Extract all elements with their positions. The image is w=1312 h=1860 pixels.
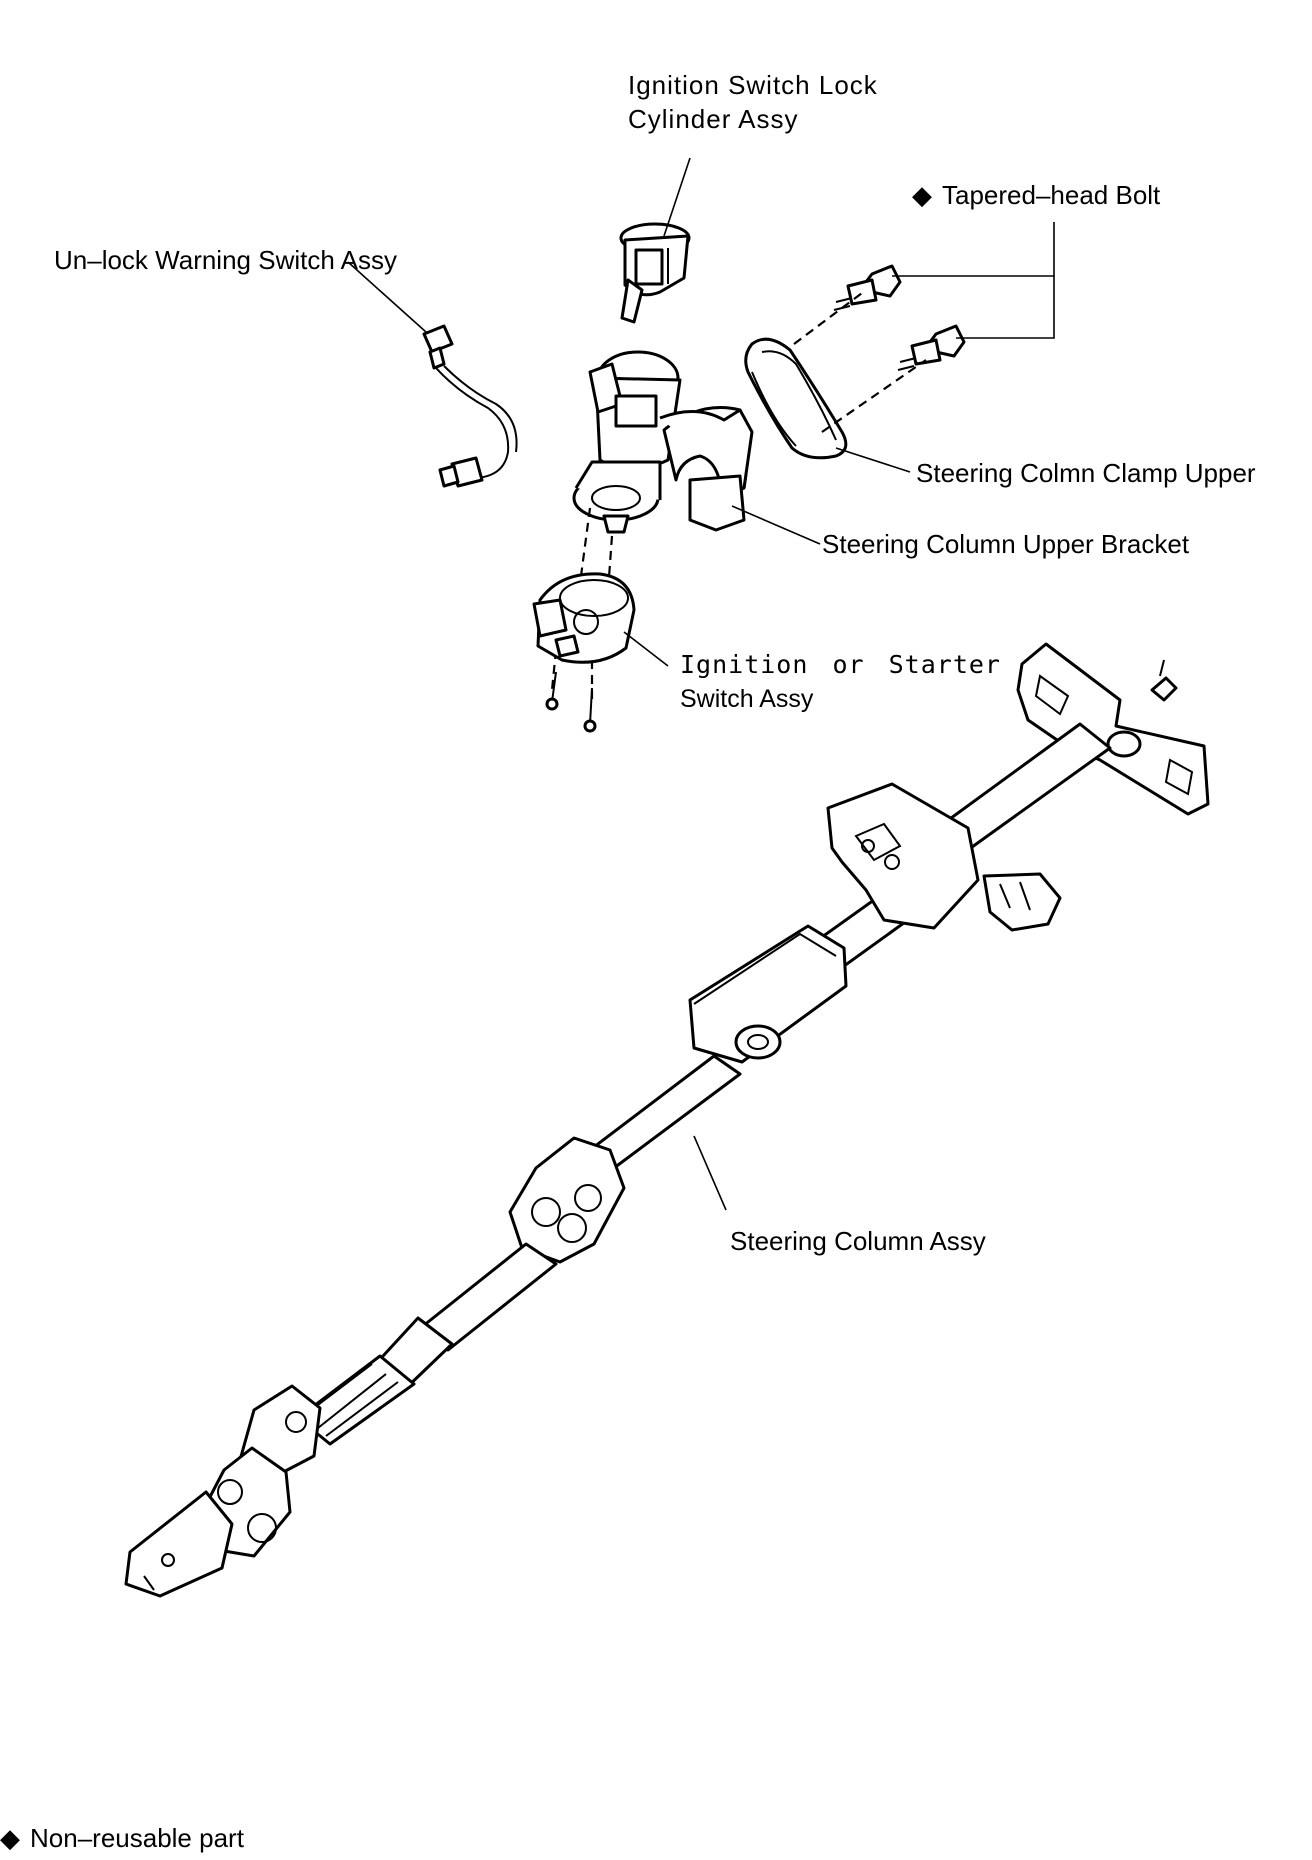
legend-text: Non–reusable part	[30, 1823, 244, 1853]
tapered-head-bolt-lower	[897, 324, 966, 371]
ignition-switch-part	[532, 572, 636, 664]
label-lock-cylinder: Ignition Switch Lock Cylinder Assy	[628, 68, 878, 136]
unlock-warning-switch-part	[422, 324, 518, 488]
leader-clamp-upper	[835, 447, 911, 473]
leader-ignition-switch	[623, 631, 669, 667]
label-lock-cylinder-line1: Ignition Switch Lock	[628, 70, 878, 100]
label-tapered-head-bolt-text: Tapered–head Bolt	[942, 180, 1161, 210]
label-ignition-switch-line1: Ignition or Starter	[680, 650, 1001, 679]
legend: ◆ Non–reusable part	[0, 1821, 244, 1855]
steering-column-part	[124, 642, 1210, 1598]
label-ignition-switch-line2: Switch Assy	[680, 685, 814, 713]
label-lock-cylinder-line2: Cylinder Assy	[628, 104, 799, 134]
label-unlock-switch: Un–lock Warning Switch Assy	[54, 245, 397, 275]
leader-bolt	[892, 222, 1055, 277]
leader-column-assy	[693, 1135, 727, 1211]
column-clamp-upper-part	[744, 337, 848, 460]
non-reusable-icon: ◆	[912, 180, 932, 210]
label-upper-bracket: Steering Column Upper Bracket	[822, 529, 1190, 559]
ignition-switch-screws	[545, 671, 597, 733]
leader-lines	[347, 157, 1055, 1211]
label-ignition-switch: Ignition or Starter Switch Assy	[680, 648, 1001, 716]
lock-cylinder-part	[619, 222, 691, 324]
label-tapered-head-bolt: ◆ Tapered–head Bolt	[912, 178, 1160, 212]
leader-bolt-lower	[956, 276, 1055, 339]
leader-lock-cylinder	[663, 157, 691, 237]
upper-bracket-part	[572, 350, 754, 534]
tapered-head-bolt-upper	[833, 264, 902, 311]
label-column-assy: Steering Column Assy	[730, 1226, 986, 1256]
leader-unlock-switch	[347, 261, 427, 333]
legend-diamond-icon: ◆	[0, 1823, 20, 1853]
label-clamp-upper: Steering Colmn Clamp Upper	[916, 458, 1256, 488]
leader-upper-bracket	[731, 505, 821, 545]
